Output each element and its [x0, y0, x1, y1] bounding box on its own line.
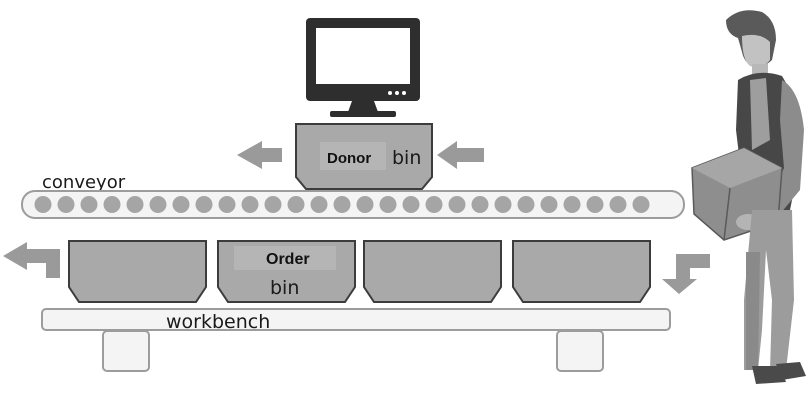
- conveyor-roller: [218, 196, 236, 213]
- conveyor-roller: [241, 196, 259, 213]
- conveyor-roller: [471, 196, 489, 213]
- order-bin-4: [512, 240, 651, 303]
- workbench-label: workbench: [166, 311, 270, 333]
- conveyor-roller: [310, 196, 328, 213]
- exit-arrow-icon: [3, 242, 60, 278]
- conveyor: [21, 190, 685, 219]
- donor-incoming-arrow-icon: [437, 141, 484, 169]
- conveyor-roller: [126, 196, 144, 213]
- conveyor-roller: [34, 196, 52, 213]
- conveyor-roller: [517, 196, 535, 213]
- conveyor-roller: [57, 196, 75, 213]
- conveyor-roller: [195, 196, 213, 213]
- donor-bin-label-rest: bin: [392, 147, 421, 169]
- order-bin-2: Order bin: [217, 240, 356, 303]
- conveyor-rollers: [34, 196, 650, 213]
- conveyor-roller: [563, 196, 581, 213]
- conveyor-roller: [80, 196, 98, 213]
- donor-left-arrow-icon: [237, 141, 282, 169]
- conveyor-roller: [103, 196, 121, 213]
- conveyor-roller: [172, 196, 190, 213]
- conveyor-roller: [149, 196, 167, 213]
- donor-bin: Donor bin: [295, 123, 433, 190]
- conveyor-roller: [448, 196, 466, 213]
- conveyor-roller: [540, 196, 558, 213]
- conveyor-roller: [379, 196, 397, 213]
- order-bin-1: [68, 240, 207, 303]
- conveyor-roller: [609, 196, 627, 213]
- conveyor-roller: [586, 196, 604, 213]
- conveyor-roller: [287, 196, 305, 213]
- conveyor-roller: [494, 196, 512, 213]
- order-bin-label-line2: bin: [270, 277, 299, 299]
- computer-monitor-icon: [306, 18, 420, 117]
- conveyor-roller: [632, 196, 650, 213]
- donor-bin-label-bold: Donor: [327, 150, 371, 167]
- conveyor-roller: [264, 196, 282, 213]
- conveyor-roller: [356, 196, 374, 213]
- worker-holding-box-figure: [691, 10, 806, 384]
- workbench: [41, 308, 671, 372]
- order-bin-3: [363, 240, 502, 303]
- order-bin-label-line1: Order: [266, 251, 310, 268]
- conveyor-roller: [333, 196, 351, 213]
- conveyor-label: conveyor: [42, 172, 126, 193]
- conveyor-roller: [425, 196, 443, 213]
- incoming-bin-arrow-icon: [662, 254, 710, 294]
- conveyor-roller: [402, 196, 420, 213]
